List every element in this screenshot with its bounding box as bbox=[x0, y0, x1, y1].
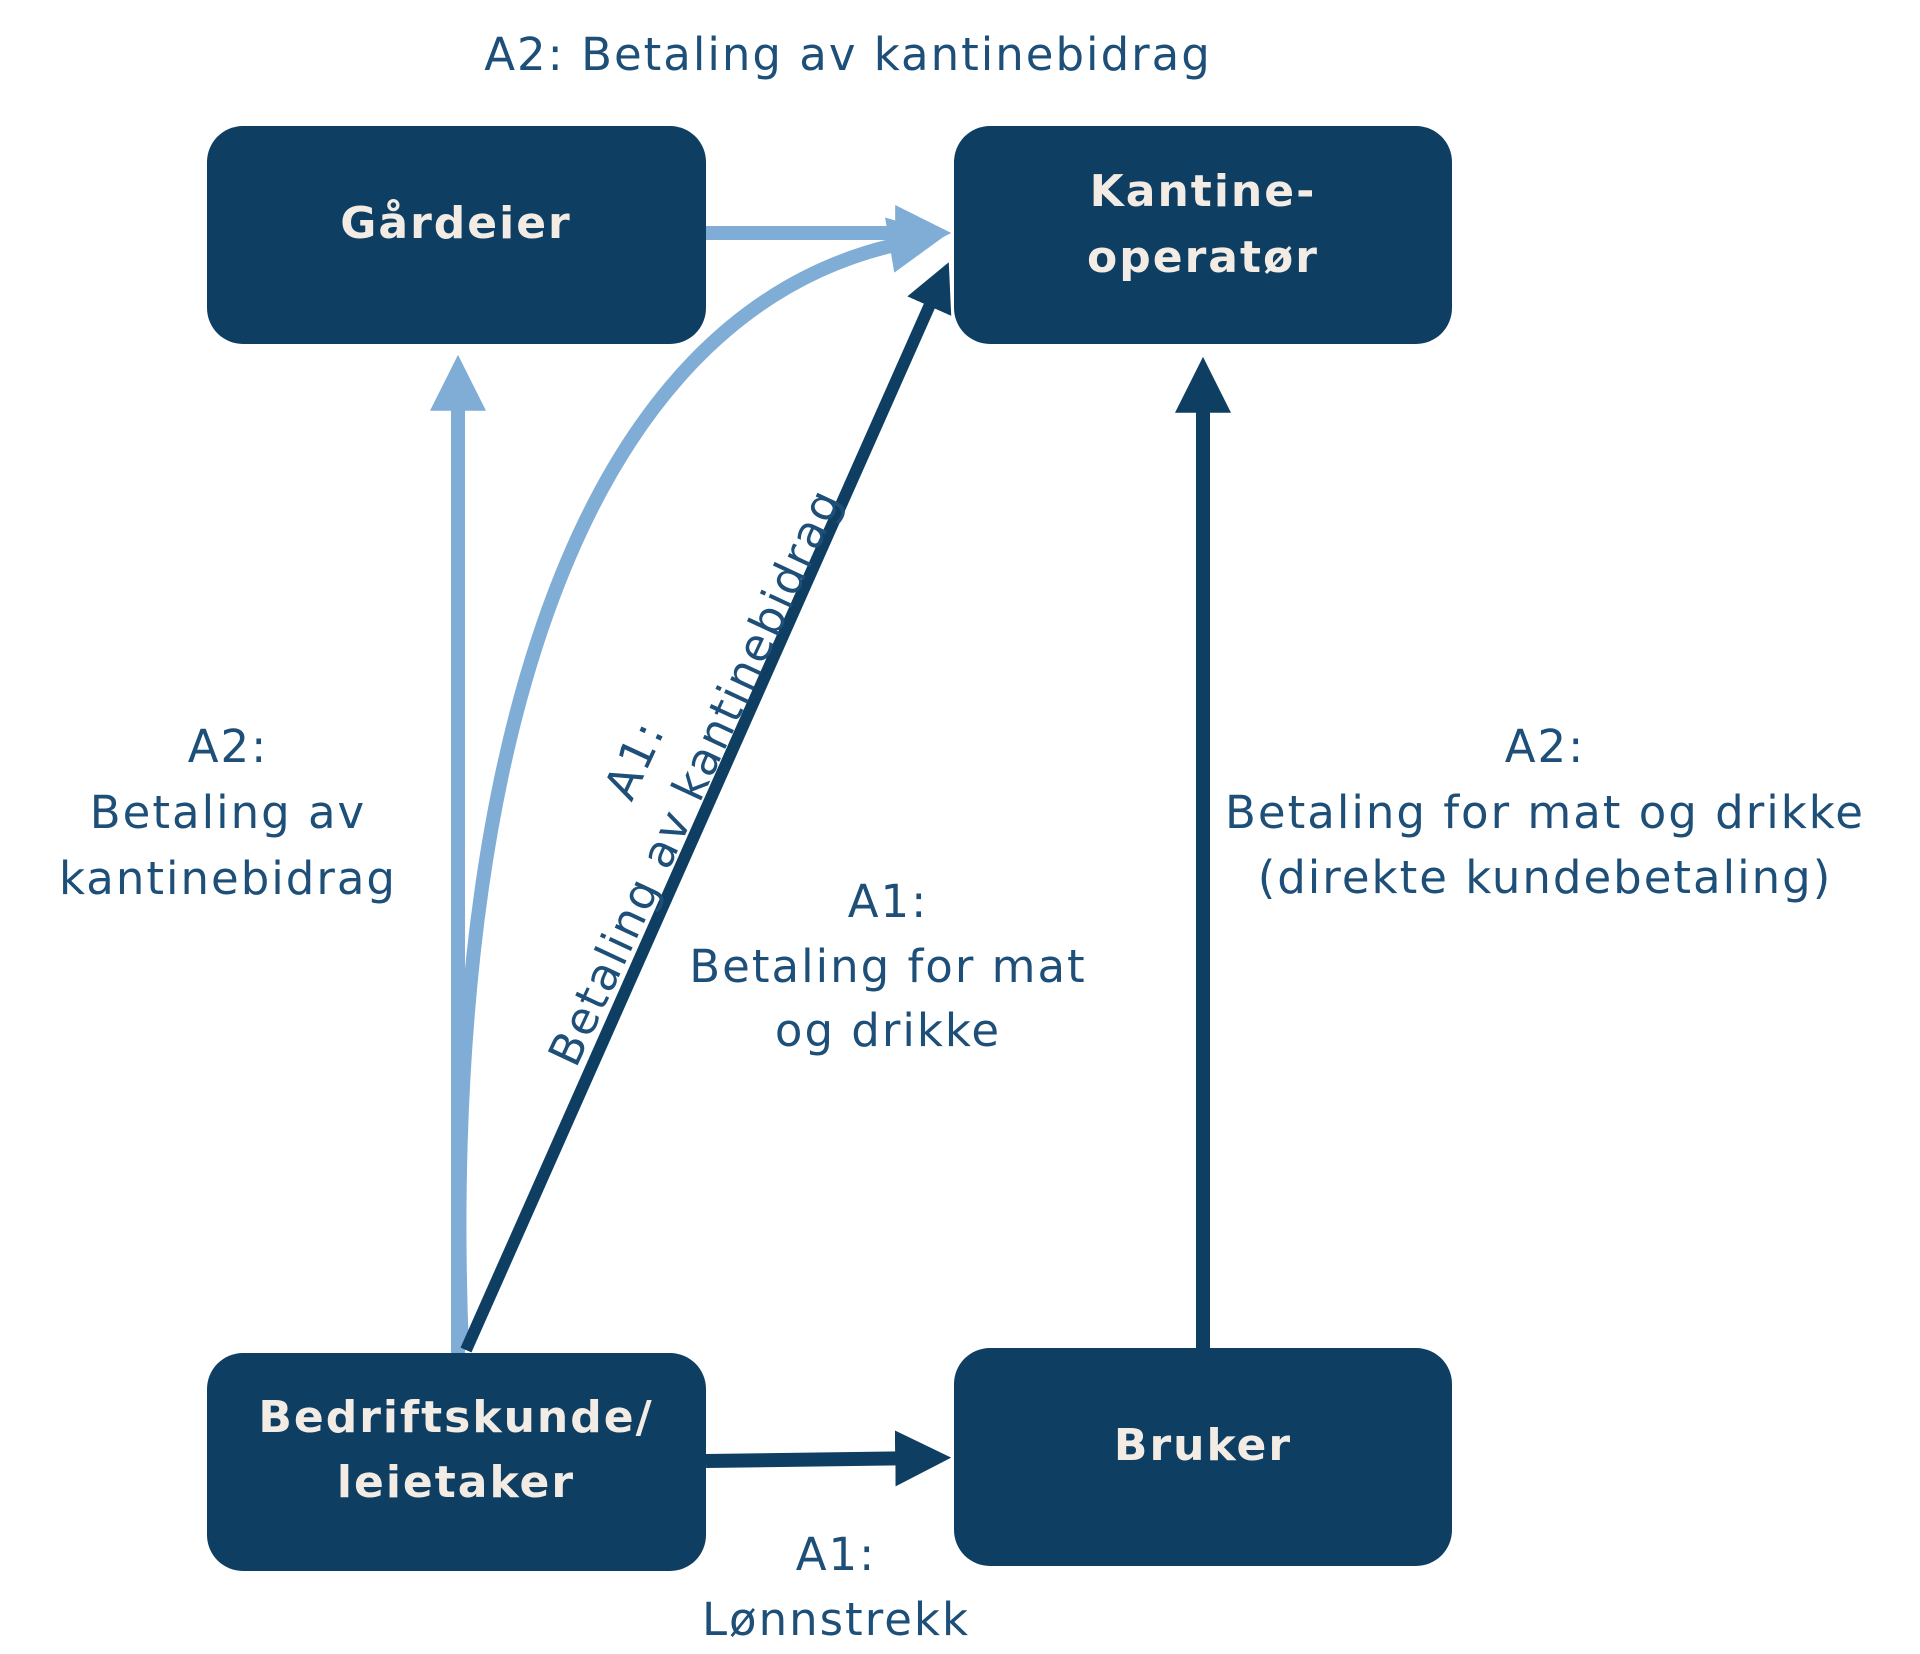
label-line: kantinebidrag bbox=[59, 852, 397, 905]
node-label-line2: operatør bbox=[1087, 232, 1319, 283]
label-line: A1: bbox=[848, 875, 929, 928]
label-line: Betaling for mat bbox=[689, 940, 1086, 993]
label-top: A2: Betaling av kantinebidrag bbox=[484, 28, 1212, 81]
label-line: Betaling av bbox=[90, 786, 366, 839]
label-line: A1: bbox=[796, 1528, 877, 1581]
node-label: Gårdeier bbox=[340, 198, 571, 249]
node-label-line2: leietaker bbox=[337, 1457, 575, 1508]
label-left: A2: Betaling av kantinebidrag bbox=[59, 720, 397, 905]
arrow-bedrift-to-kantine-straight bbox=[460, 262, 952, 1353]
label-line: A2: bbox=[1505, 720, 1586, 773]
label-line: (direkte kundebetaling) bbox=[1258, 851, 1833, 904]
node-label-line1: Kantine- bbox=[1090, 166, 1317, 217]
label-bottom: A1: Lønnstrekk bbox=[702, 1528, 970, 1646]
node-gardeier: Gårdeier bbox=[207, 126, 706, 344]
label-line: og drikke bbox=[775, 1004, 1001, 1057]
node-label-line1: Bedriftskunde/ bbox=[258, 1392, 653, 1443]
label-line: A2: Betaling av kantinebidrag bbox=[484, 28, 1212, 81]
node-bruker: Bruker bbox=[954, 1348, 1452, 1566]
arrow-bedrift-to-kantine-curve bbox=[452, 217, 945, 1351]
node-kantineoperator: Kantine- operatør bbox=[954, 126, 1452, 344]
label-right: A2: Betaling for mat og drikke (direkte … bbox=[1225, 720, 1865, 904]
arrow-bedrift-to-bruker bbox=[705, 1430, 952, 1487]
node-label: Bruker bbox=[1114, 1420, 1292, 1471]
edges bbox=[430, 205, 1231, 1487]
label-center: A1: Betaling for mat og drikke bbox=[689, 875, 1086, 1057]
node-bedriftskunde: Bedriftskunde/ leietaker bbox=[207, 1353, 706, 1571]
label-line: Betaling for mat og drikke bbox=[1225, 786, 1865, 839]
label-line: Lønnstrekk bbox=[702, 1593, 970, 1646]
label-line: A2: bbox=[188, 720, 269, 773]
